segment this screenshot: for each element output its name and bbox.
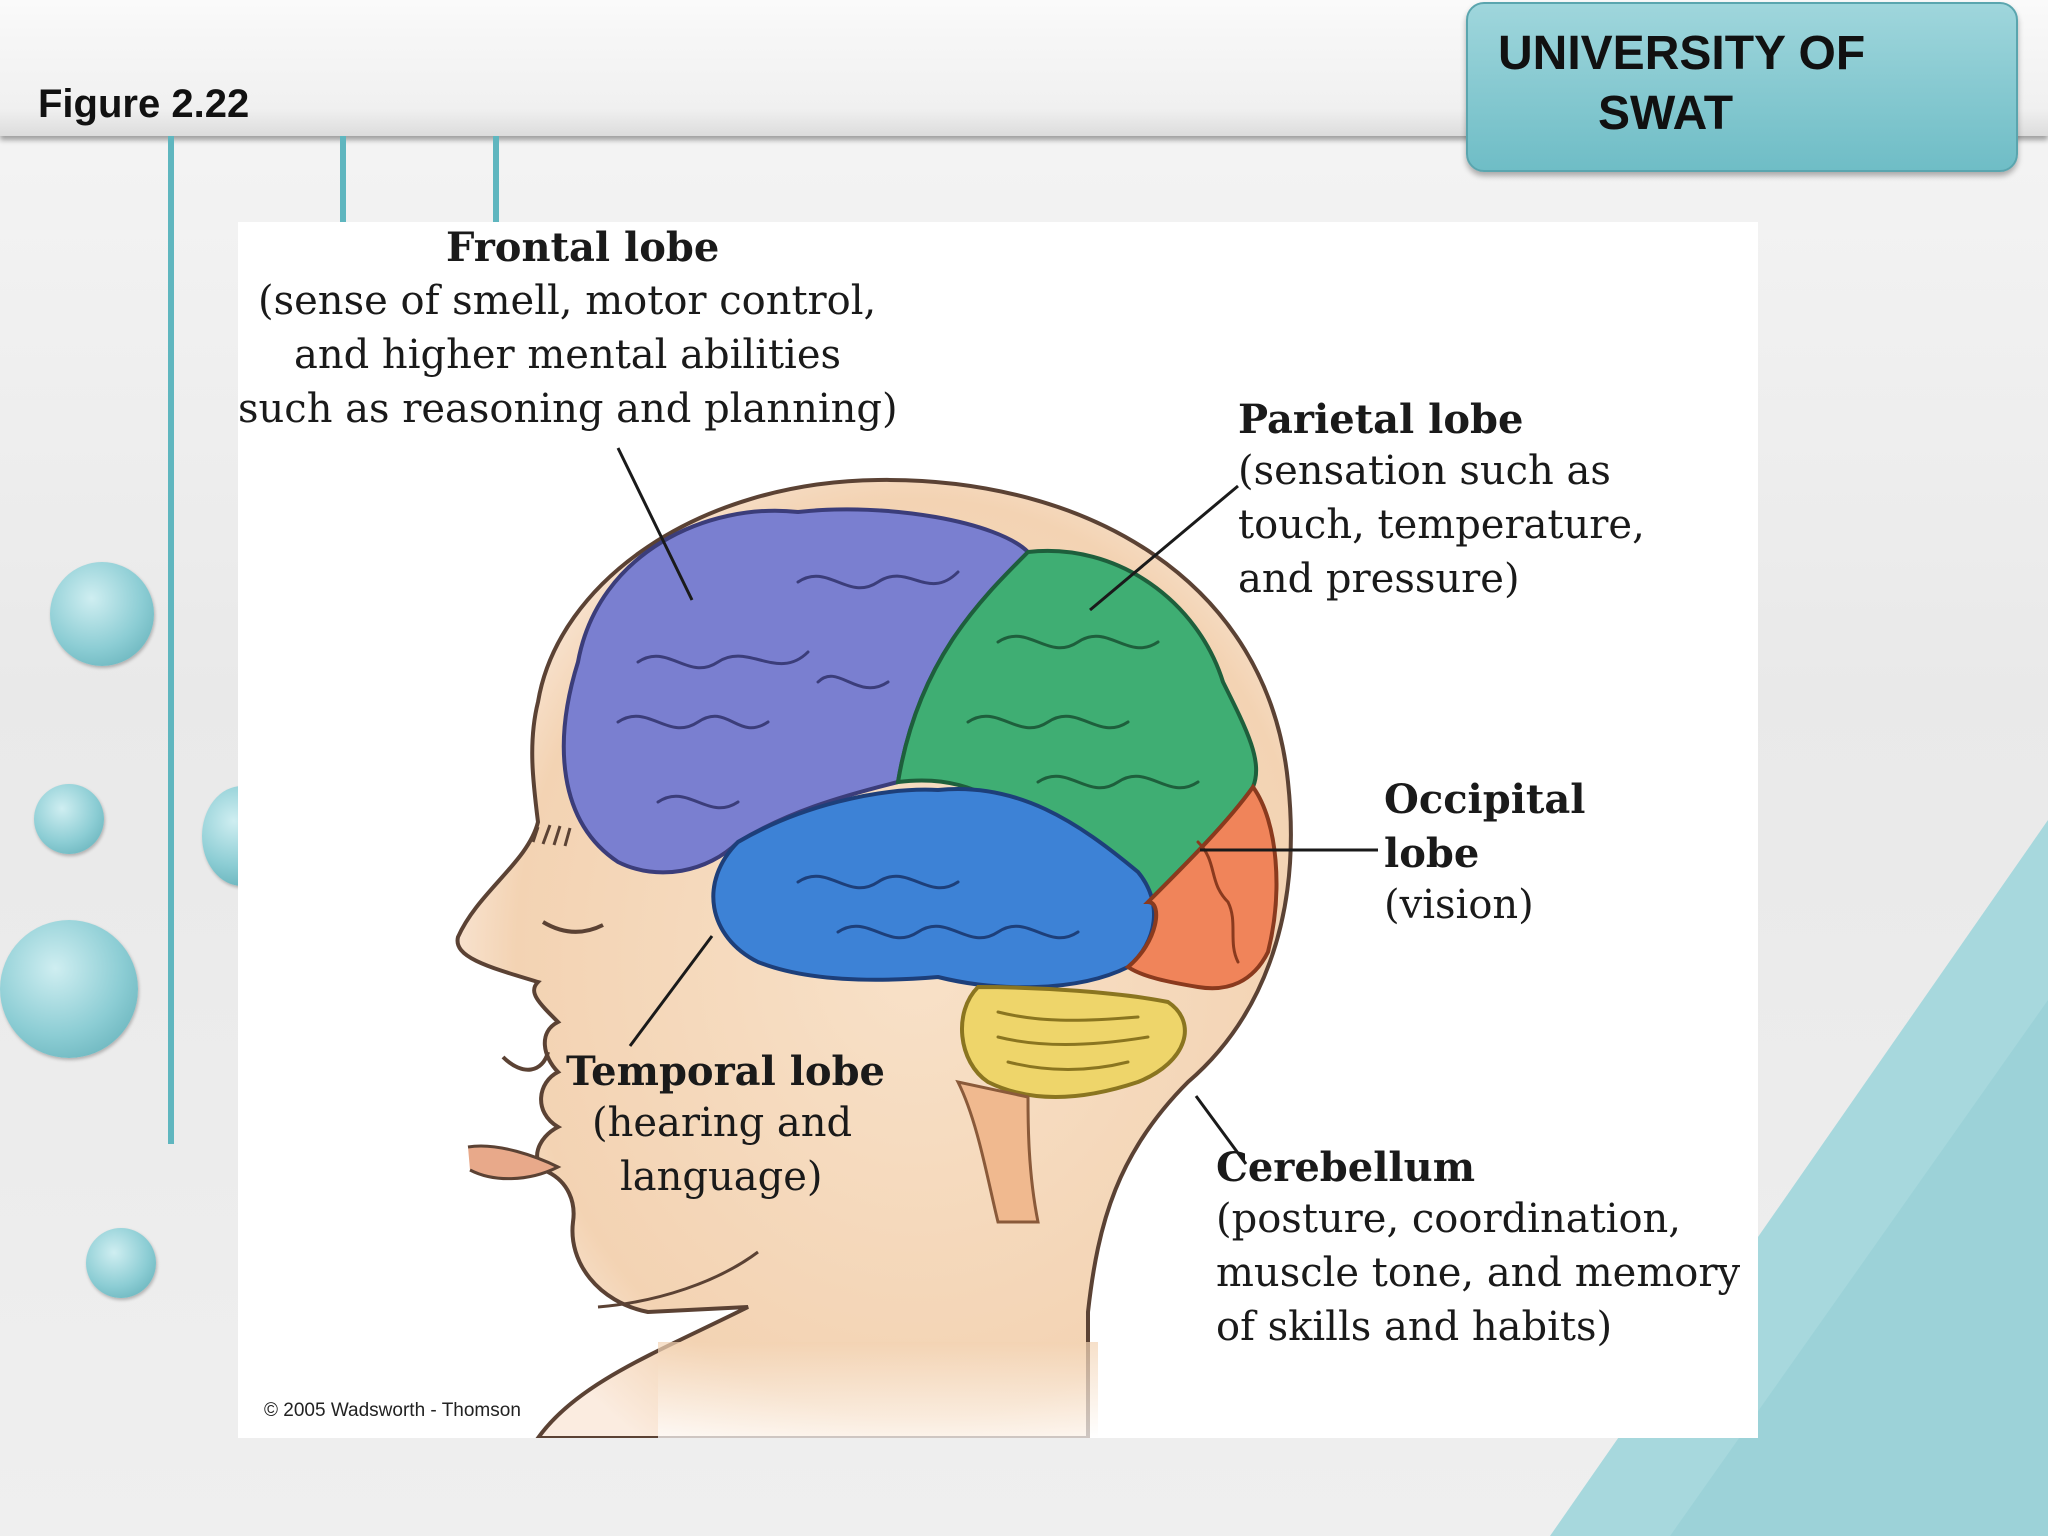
nostril <box>501 1051 550 1072</box>
cerebellum-title: Cerebellum <box>1216 1144 1476 1191</box>
lips <box>467 1144 562 1181</box>
gyri-texture <box>616 570 1240 1071</box>
jaw-line <box>597 1250 759 1309</box>
accent-line <box>168 136 174 1144</box>
decor-bubble <box>86 1228 156 1298</box>
decor-bubble <box>0 920 138 1058</box>
cerebellum <box>960 984 1187 1099</box>
temporal-lobe-desc-1: (hearing and <box>592 1100 853 1146</box>
leader-lines <box>616 447 1378 1165</box>
figure-label: Figure 2.22 <box>38 82 250 126</box>
university-line-2: SWAT <box>1598 87 1734 140</box>
occipital-lobe <box>1124 783 1279 991</box>
occipital-lobe-title-1: Occipital <box>1384 776 1586 823</box>
occipital-lobe-title-2: lobe <box>1384 830 1480 877</box>
cerebellum-desc-3: of skills and habits) <box>1216 1304 1613 1350</box>
accent-line <box>493 136 499 226</box>
frontal-lobe-desc-1: (sense of smell, motor control, <box>258 278 877 324</box>
temporal-lobe-desc-2: language) <box>620 1154 823 1200</box>
temporal-lobe-title: Temporal lobe <box>566 1048 886 1095</box>
parietal-lobe-desc-1: (sensation such as <box>1238 448 1611 494</box>
occipital-lobe-desc: (vision) <box>1384 882 1534 928</box>
eye <box>541 920 604 934</box>
brainstem <box>955 1079 1040 1224</box>
copyright-notice: © 2005 Wadsworth - Thomson <box>264 1400 521 1421</box>
frontal-lobe-desc-2: and higher mental abilities <box>294 332 842 378</box>
frontal-lobe-title: Frontal lobe <box>446 224 720 271</box>
eyebrow <box>531 824 572 847</box>
cerebellum-desc-1: (posture, coordination, <box>1216 1196 1681 1242</box>
decor-bubble <box>50 562 154 666</box>
parietal-lobe-title: Parietal lobe <box>1238 396 1524 443</box>
accent-line <box>340 136 346 226</box>
neck-fade <box>658 1342 1098 1438</box>
brain-illustration <box>455 447 1378 1440</box>
parietal-lobe-desc-2: touch, temperature, <box>1238 502 1645 548</box>
frontal-lobe-desc-3: such as reasoning and planning) <box>238 386 898 432</box>
decor-bubble <box>34 784 104 854</box>
parietal-lobe-desc-3: and pressure) <box>1238 556 1520 602</box>
university-badge: UNIVERSITY OF SWAT <box>1466 2 2018 172</box>
cerebellum-desc-2: muscle tone, and memory <box>1216 1250 1741 1296</box>
brain-figure-panel: Frontal lobe (sense of smell, motor cont… <box>238 222 1758 1440</box>
university-line-1: UNIVERSITY OF <box>1498 27 1866 80</box>
